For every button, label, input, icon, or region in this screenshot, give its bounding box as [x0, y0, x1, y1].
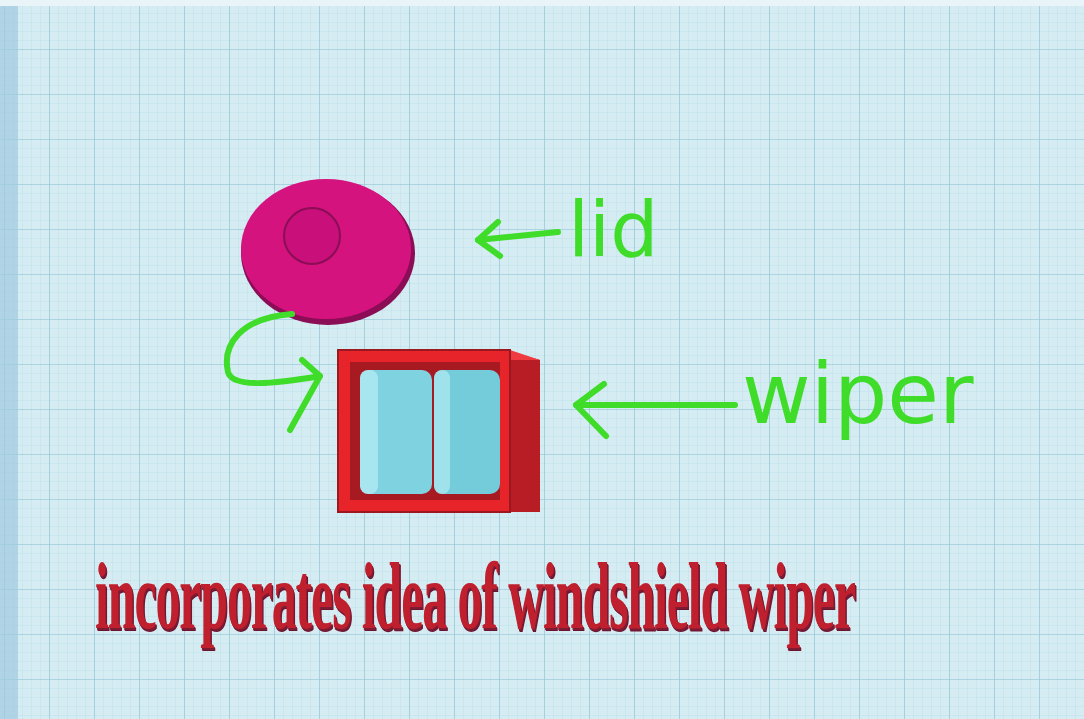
wiper-roller [360, 370, 432, 494]
part-label: lid [568, 192, 658, 268]
lid-knob [284, 208, 340, 264]
curved-arrow [227, 314, 320, 383]
arrowhead [478, 222, 500, 256]
arrowhead [576, 384, 606, 436]
box-inside [350, 362, 500, 500]
box-side [510, 352, 540, 512]
part-label: wiper [742, 352, 974, 436]
wiper-roller [434, 370, 500, 494]
lid-disc [241, 179, 411, 319]
note-3d-text: incorporates idea of windshield wiper [95, 548, 855, 644]
box-front [338, 350, 510, 512]
leader-arrow [576, 402, 735, 408]
arrowhead [290, 360, 320, 430]
